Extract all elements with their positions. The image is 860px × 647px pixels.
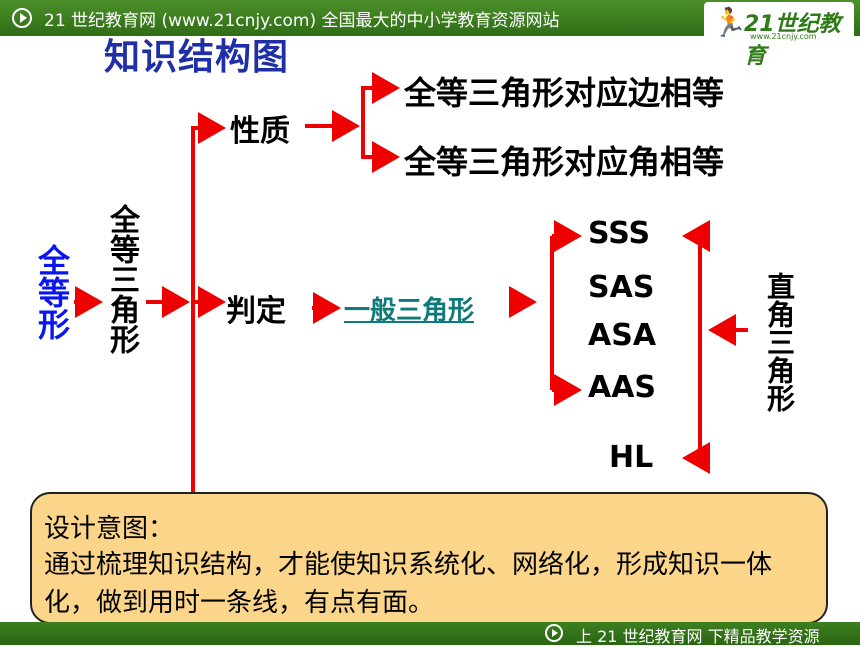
site-logo: 🏃 21世纪教育 www.21cnjy.com [704, 2, 854, 69]
design-intent-box [30, 492, 828, 624]
criterion-asa: ASA [588, 318, 657, 353]
header-text: 21 世纪教育网 (www.21cnjy.com) 全国最大的中小学教育资源网站 [44, 11, 560, 31]
play-icon [12, 8, 32, 28]
criterion-hl: HL [609, 440, 654, 475]
properties-bracket [361, 86, 370, 159]
link-general-triangle[interactable]: 一般三角形 [344, 296, 475, 326]
property-corresponding-sides: 全等三角形对应边相等 [404, 74, 725, 112]
node-right-triangle: 直角三角形 [763, 272, 796, 412]
node-properties: 性质 [230, 114, 290, 149]
logo-text: 21世纪教育 [744, 12, 841, 69]
node-congruent-triangles: 全等三角形 [104, 204, 139, 354]
criterion-aas: AAS [588, 370, 657, 405]
node-criteria: 判定 [226, 294, 286, 329]
criterion-sss: SSS [588, 216, 651, 251]
design-intent-body: 通过梳理知识结构，才能使知识系统化、网络化，形成知识一体化，做到用时一条线，有点… [44, 550, 773, 618]
footer-bar: 上 21 世纪教育网 下精品教学资源 [0, 622, 860, 646]
design-intent-heading: 设计意图： [44, 514, 175, 544]
criterion-sas: SAS [588, 270, 655, 305]
property-corresponding-angles: 全等三角形对应角相等 [404, 143, 725, 181]
logo-url: www.21cnjy.com [750, 32, 817, 41]
page-title: 知识结构图 [104, 37, 290, 78]
footer-text: 上 21 世纪教育网 下精品教学资源 [576, 627, 820, 646]
root-node-congruent-figures: 全等形 [33, 244, 71, 340]
runner-icon: 🏃 [712, 6, 747, 39]
play-icon [545, 624, 563, 642]
